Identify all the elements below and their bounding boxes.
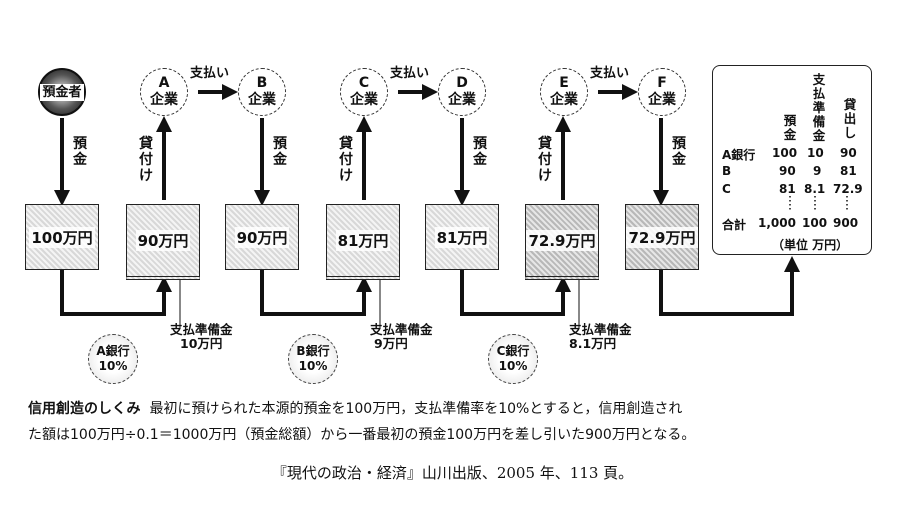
amount-box-4: 81万円	[326, 204, 400, 280]
table-cell: 81	[779, 182, 796, 196]
loan-label-2: 貸付け	[339, 136, 353, 184]
table-cell: 900	[833, 216, 859, 230]
amount-box-1: 100万円	[25, 204, 99, 270]
deposit-label-4: 預金	[672, 136, 686, 168]
payment-label-3: 支払い	[590, 66, 630, 81]
caption-line-2: た額は100万円÷0.1＝1000万円（預金総額）から一番最初の預金100万円を…	[28, 427, 696, 443]
amount-box-2: 90万円	[126, 204, 200, 280]
payment-label-2: 支払い	[390, 66, 430, 81]
deposit-label-1: 預金	[73, 136, 87, 168]
table-header-reserve: 支払準備金	[812, 72, 826, 143]
caption-line-1: 信用創造のしくみ 最初に預けられた本源的預金を100万円，支払準備率を10%とす…	[28, 401, 683, 417]
source-citation: 『現代の政治・経済』山川出版、2005 年、113 頁。	[271, 464, 634, 482]
connector-2	[260, 270, 372, 316]
table-row-label: A銀行	[722, 148, 756, 162]
connector-3	[460, 270, 571, 316]
table-cell: 72.9	[833, 182, 863, 196]
table-cell: 90	[779, 164, 796, 178]
amount-box-5: 81万円	[425, 204, 499, 270]
table-cell: 8.1	[804, 182, 826, 196]
table-cell: 81	[840, 164, 857, 178]
table-row-label: C	[722, 182, 731, 196]
connector-1	[60, 270, 172, 316]
table-header-deposit: 預金	[783, 113, 797, 142]
amount-box-7: 72.9万円	[625, 204, 699, 270]
depositor-circle: 預金者	[38, 68, 86, 116]
connector-4	[659, 256, 800, 316]
table-cell: 1,000	[758, 216, 796, 230]
table-row-label: B	[722, 164, 732, 178]
summary-table	[712, 65, 872, 255]
table-cell: 10	[807, 146, 824, 160]
deposit-label-3: 預金	[473, 136, 487, 168]
table-cell: 9	[813, 164, 822, 178]
loan-label-1: 貸付け	[139, 136, 153, 184]
amount-box-3: 90万円	[225, 204, 299, 270]
loan-label-3: 貸付け	[538, 136, 552, 184]
table-unit: （単位 万円）	[772, 238, 849, 252]
payment-label-1: 支払い	[190, 66, 230, 81]
table-cell: 100	[802, 216, 828, 230]
table-header-loan: 貸出し	[843, 97, 857, 140]
table-total-label: 合計	[722, 218, 747, 232]
table-cell: 90	[840, 146, 857, 160]
amount-box-6: 72.9万円	[525, 204, 599, 280]
table-cell: 100	[772, 146, 798, 160]
deposit-label-2: 預金	[273, 136, 287, 168]
